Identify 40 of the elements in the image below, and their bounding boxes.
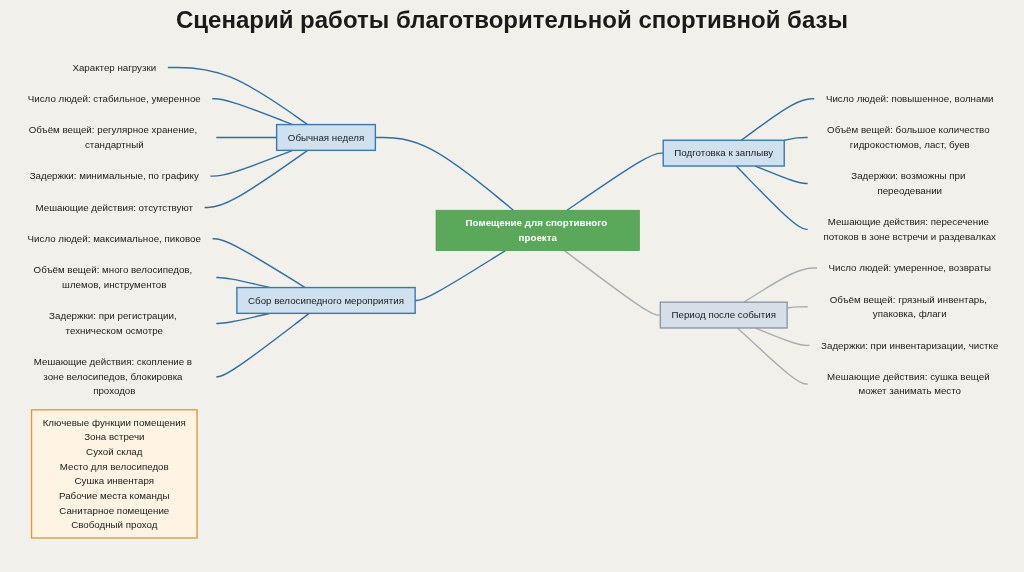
node-text: Число людей: повышенное, волнами bbox=[825, 92, 994, 104]
connector bbox=[783, 136, 809, 141]
node-text: Объём вещей: регулярное хранение, стандартный bbox=[28, 123, 198, 150]
connector bbox=[203, 149, 309, 208]
connector bbox=[743, 267, 819, 303]
connector bbox=[735, 165, 809, 230]
node-text: Мешающие действия: пересечение потоков в зоне встречи и раздевалках bbox=[823, 215, 996, 242]
connector bbox=[563, 249, 661, 316]
connector bbox=[566, 152, 664, 211]
node-box bbox=[30, 408, 198, 539]
node-box bbox=[275, 123, 377, 151]
node-text: Число людей: максимальное, пиковое bbox=[27, 232, 201, 244]
node-text: Мешающие действия: скопление в зоне велосипедов, блокировка проходов bbox=[33, 355, 193, 397]
connector bbox=[209, 149, 294, 177]
node-text: Характер нагрузки bbox=[72, 61, 157, 73]
node-box bbox=[659, 301, 788, 329]
connector bbox=[215, 312, 310, 378]
node-text: Объём вещей: много велосипедов, шлемов, инструментов bbox=[33, 263, 193, 290]
connector bbox=[211, 237, 306, 288]
node-text: Задержки: при регистрации, техническом осмотре bbox=[49, 309, 177, 336]
connector bbox=[211, 97, 294, 125]
node-text: Объём вещей: грязный инвентарь, упаковка, флаги bbox=[829, 293, 988, 319]
node-box bbox=[236, 286, 416, 314]
connector bbox=[754, 165, 809, 184]
node-box bbox=[662, 139, 785, 167]
node-text: Мешающие действия: отсутствуют bbox=[35, 201, 194, 213]
node-text: Число людей: стабильное, умеренное bbox=[27, 92, 201, 104]
connector bbox=[736, 327, 809, 385]
node-box bbox=[435, 209, 640, 251]
connector bbox=[166, 66, 309, 125]
node-text: Задержки: минимальные, по графику bbox=[29, 169, 199, 182]
connector bbox=[740, 97, 816, 141]
node-text: Объём вещей: большое количество гидрокостюмов, ласт, буев bbox=[827, 123, 990, 150]
mind-map-drawing: Помещение для спортивного проекта Обычная неделя Характер нагрузки Число людей: стабильное, умеренное Объём вещей: регулярное хранение, стандартный Задержки: минимальные, по графику Мешающие действия: отсутствуют Сбор велосипедного мероприятия Число людей: максимальное, пиковое Объём вещей: много велосипедов, шлемов, инструментов Задержки: при регистрации, техническом осмотре Мешающие действия: скопление в зоне велосипедов, блокировка проходов Подготовка к заплыву Число людей: повышенное, волнами Объём вещей: большое количество гидрокостюмов, ласт, буев Задержки: возможны при переодевании Мешающие действия: пересечение потоков в зоне встречи и раздевалках Период после события Число людей: умеренное, возвраты Объём вещей: грязный инвентарь, упаковка, флаги Задержки: при инвентаризации, чистке Мешающие действия: сушка вещей может занимать место Ключевые функции помещения Зона встречи Сухой склад Место для велосипедов Сушка инвентаря Рабочие места команды Санитарное помещение Свободный проход bbox=[7, 48, 1017, 544]
node-text: Задержки: возможны при переодевании bbox=[851, 169, 966, 196]
diagram-title: Сценарий работы благотворительной спортивной базы bbox=[175, 6, 849, 34]
node-text: Задержки: при инвентаризации, чистке bbox=[821, 339, 999, 351]
node-text: Число людей: умеренное, возвраты bbox=[828, 261, 991, 274]
connector bbox=[754, 327, 811, 346]
node-text: Мешающие действия: сушка вещей может занимать место bbox=[827, 370, 990, 397]
